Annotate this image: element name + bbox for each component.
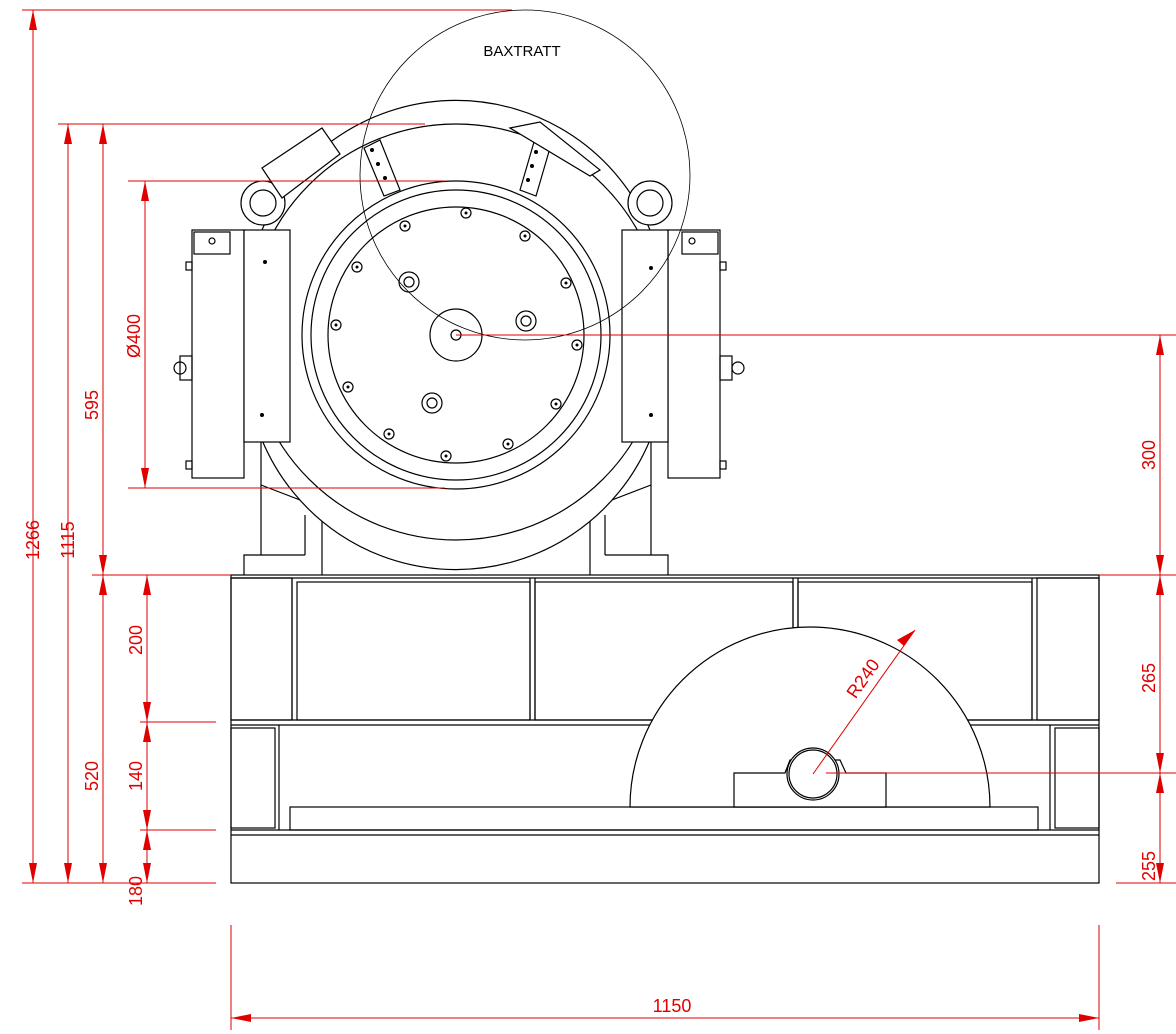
deflection-wheel-label: BAXTRATT (483, 43, 560, 60)
lifting-eye-left (240, 180, 286, 226)
machine-assembly: BAXTRATT (173, 9, 745, 575)
right-side-cover (621, 229, 745, 479)
dim-base-bottom: 180 (126, 876, 146, 906)
dim-lower-frame: 255 (1139, 851, 1159, 881)
dimension-lines (22, 9, 1176, 1030)
deflection-wheel-outline (359, 9, 691, 341)
dim-upper-frame: 265 (1139, 663, 1159, 693)
diverting-pulley (629, 626, 991, 808)
lifting-eye-right (627, 180, 673, 226)
sheave-bolt-circle (330, 207, 583, 462)
dim-machine-top-height: 1115 (58, 521, 78, 558)
left-side-cover (173, 229, 291, 479)
dim-width: 1150 (653, 996, 692, 1016)
dim-overall-height: 1266 (23, 520, 43, 560)
dim-base-mid: 140 (126, 761, 146, 791)
dim-base-top: 200 (126, 625, 146, 655)
dim-base-height: 520 (82, 761, 102, 791)
dim-axis-offset: 300 (1139, 440, 1159, 470)
dim-machine-height: 595 (82, 390, 102, 420)
dim-sheave-diameter: Ø400 (124, 314, 144, 358)
